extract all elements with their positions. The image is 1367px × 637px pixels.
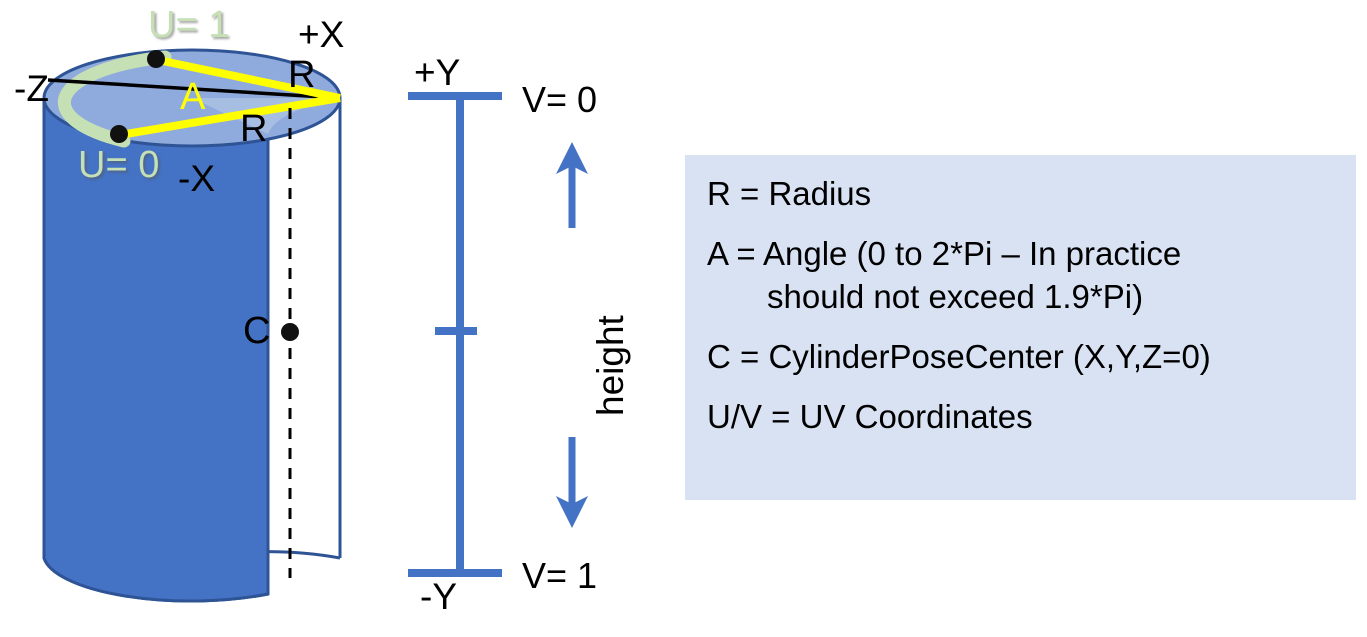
u1-point-marker: [147, 50, 165, 68]
minus-z-axis-line: [47, 78, 341, 100]
u0-point-marker: [110, 125, 128, 143]
legend-item-uv-text: U/V = UV Coordinates: [707, 397, 1033, 435]
radius-label-bottom: R: [240, 108, 268, 150]
legend-box: R = Radius A = Angle (0 to 2*Pi – In pra…: [685, 155, 1356, 500]
height-axis-group: [408, 92, 502, 577]
axis-label-minus-x: -X: [178, 158, 215, 199]
legend-item-radius-text: R = Radius: [707, 175, 872, 212]
legend-item-angle-text: A = Angle (0 to 2*Pi – In practice: [707, 234, 1182, 272]
uv-label-u-one: U= 1: [148, 4, 230, 46]
axis-label-minus-z: -Z: [14, 68, 49, 109]
axis-label-plus-x: +X: [298, 14, 345, 55]
center-point-marker: [281, 323, 299, 341]
uv-seam-arc: [57, 50, 172, 148]
legend-item-center: C = CylinderPoseCenter (X,Y,Z=0): [707, 336, 1356, 379]
center-label: C: [243, 310, 271, 352]
height-axis-label-plus-y: +Y: [414, 52, 461, 93]
legend-item-radius: R = Radius: [707, 173, 1356, 216]
height-arrow-up-head: [556, 142, 588, 174]
radius-line-to-u0: [119, 94, 341, 139]
legend-item-center-text: C = CylinderPoseCenter (X,Y,Z=0): [707, 337, 1211, 375]
cylinder-group: [42, 48, 342, 603]
radius-label-top: R: [288, 54, 316, 96]
uv-label-u-zero: U= 0: [78, 144, 160, 186]
height-arrow-group: [556, 142, 588, 528]
height-axis-label-minus-y: -Y: [420, 576, 457, 617]
v-label-top: V= 0: [522, 79, 598, 120]
v-label-bottom: V= 1: [522, 555, 598, 596]
legend-item-angle-continuation: should not exceed 1.9*Pi): [767, 277, 1144, 315]
legend-item-uv: U/V = UV Coordinates: [707, 396, 1356, 439]
height-label: height: [590, 315, 631, 416]
height-arrow-down-head: [556, 496, 588, 528]
angle-label: A: [180, 76, 206, 118]
radius-line-to-u1: [157, 56, 341, 102]
legend-item-angle: A = Angle (0 to 2*Pi – In practice shoul…: [707, 233, 1356, 319]
